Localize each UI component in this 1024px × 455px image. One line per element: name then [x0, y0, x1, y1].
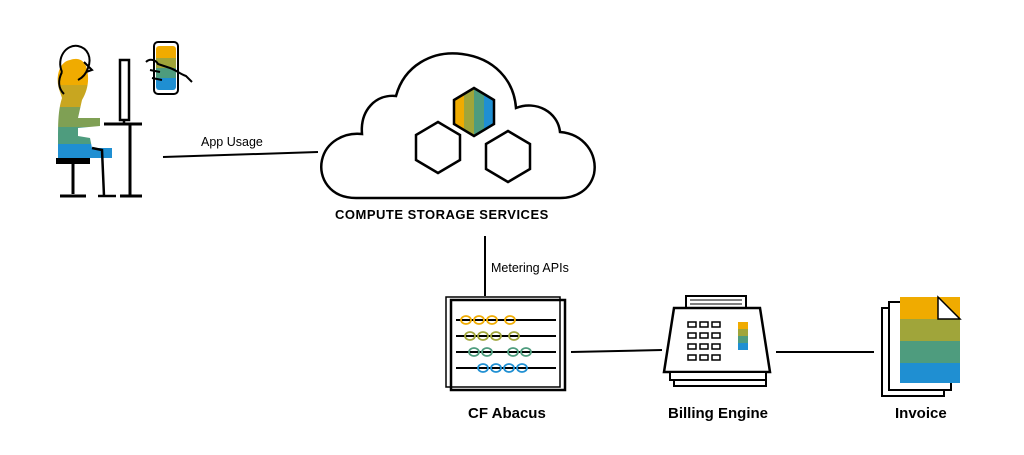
- hexagon-left-icon: [414, 120, 462, 175]
- cloud-label: COMPUTE STORAGE SERVICES: [335, 207, 549, 222]
- cash-register-icon: [662, 295, 772, 387]
- billing-label: Billing Engine: [668, 405, 768, 422]
- colored-hexagon-icon: [452, 86, 496, 138]
- abacus-label: CF Abacus: [468, 405, 546, 422]
- abacus-icon: [445, 296, 567, 392]
- invoice-label: Invoice: [895, 405, 947, 422]
- hexagon-right-icon: [484, 129, 532, 184]
- metering-apis-label: Metering APIs: [491, 261, 569, 275]
- app-usage-connector: [162, 151, 319, 158]
- app-usage-label: App Usage: [201, 135, 263, 149]
- user-at-desk-icon: [56, 44, 142, 198]
- cloud-services-icon: [320, 52, 596, 200]
- invoice-icon: [881, 295, 962, 397]
- abacus-billing-connector: [570, 349, 663, 353]
- mobile-phone-icon: [145, 41, 193, 95]
